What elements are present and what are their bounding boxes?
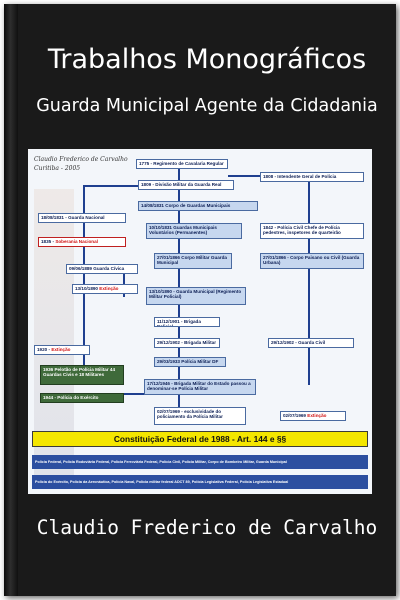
timeline-box-1808: 1808 - Intendente Geral de Polícia [260,172,364,182]
timeline-box-1944: 1944 - Polícia do Exército [40,393,124,403]
chart-header-place: Curitiba - 2005 [34,165,81,172]
timeline-box-1831-municipal: 14/08/1831 Corpo de Guardas Municipais [138,201,258,211]
federal-police-strip: Polícia Federal, Polícia Rodoviária Fede… [32,455,368,469]
timeline-box-1969-extincao: 02/07/1969 Extinção [280,411,346,421]
timeline-box-1775: 1775 - Regimento de Cavalaria Regular [136,159,228,169]
book-author: Claudio Frederico de Carvalho [36,516,378,539]
connector-line [83,393,178,395]
timeline-box-1936: 1936 Pelotão de Polícia Militar 44 Guard… [40,365,124,385]
timeline-box-1889: 09/06/1889 Guarda Cívica [66,264,138,274]
timeline-box-1890-regimento: 13/10/1890 - Guarda Municipal (Regimento… [146,287,246,305]
connector-line [83,185,85,375]
book-cover: Trabalhos Monográficos Guarda Municipal … [4,4,396,596]
timeline-box-1920: 1920 - Extinção [34,345,90,355]
timeline-box-1809: 1809 - Divisão Militar da Guarda Real [138,180,234,190]
chart-header-author: Claudio Frederico de Carvalho [34,156,128,163]
chart-header: Claudio Frederico de Carvalho Curitiba -… [34,155,144,173]
timeline-box-1902-civil: 29/12/1902 - Guarda Civil [268,338,354,348]
book-spine [4,4,18,596]
connector-line [83,185,138,187]
timeline-box-1946: 17/12/1946 - Brigada Militar do Estado p… [144,379,256,395]
military-police-strip: Polícia do Exército, Polícia da Aeronáut… [32,475,368,489]
timeline-box-1890-extincao: 13/10/1890 Extinção [72,284,138,294]
connector-line [123,269,125,297]
timeline-box-1902-brigada: 29/12/1902 - Brigada Militar [154,338,220,348]
timeline-box-1901: 11/12/1901 - Brigada Policial [154,317,220,327]
book-title: Trabalhos Monográficos [47,44,367,75]
constitution-banner: Constituição Federal de 1988 - Art. 144 … [32,431,368,447]
timeline-box-1831-nacional: 18/08/1831 - Guarda Nacional [38,213,126,223]
timeline-box-1835: 1835 - Soberania Nacional [38,237,126,247]
timeline-box-1866-civil: 27/01/1866 - Corpo Paisano ou Civil (Gua… [260,253,364,269]
book-subtitle: Guarda Municipal Agente da Cidadania [36,96,378,116]
timeline-chart: Claudio Frederico de Carvalho Curitiba -… [28,149,372,494]
connector-line [308,175,310,385]
timeline-box-1831-voluntarios: 10/10/1831 Guardas Municipais Voluntário… [146,223,242,239]
timeline-box-1842: 1842 - Polícia Civil Chefe de Polícia pe… [260,223,364,239]
timeline-box-1969-exclusividade: 02/07/1969 - exclusividade do policiamen… [154,407,246,425]
timeline-box-1866-militar: 27/01/1866 Corpo Militar Guarda Municipa… [154,253,232,269]
timeline-box-1933: 29/03/1933 Polícia Militar DF [154,357,226,367]
